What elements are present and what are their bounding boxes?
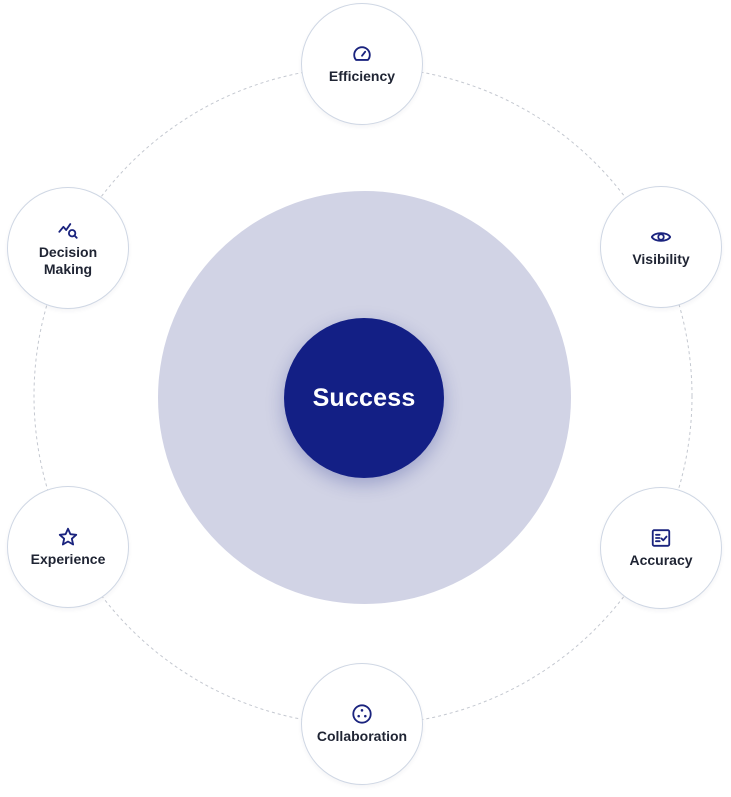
success-label: Success <box>312 383 416 412</box>
node-experience[interactable]: Experience <box>7 486 129 608</box>
node-label-collaboration: Collaboration <box>316 728 408 744</box>
node-efficiency[interactable]: Efficiency <box>301 3 423 125</box>
chart-search-icon <box>57 219 79 241</box>
gauge-icon <box>351 43 373 65</box>
node-collaboration[interactable]: Collaboration <box>301 663 423 785</box>
eye-icon <box>650 226 672 248</box>
node-label-decision-making: Decision Making <box>38 243 98 277</box>
collaboration-icon <box>351 703 373 725</box>
success-core: Success <box>284 318 444 478</box>
checklist-icon <box>650 527 672 549</box>
star-icon <box>57 526 79 548</box>
node-decision-making[interactable]: Decision Making <box>7 187 129 309</box>
node-accuracy[interactable]: Accuracy <box>600 487 722 609</box>
node-visibility[interactable]: Visibility <box>600 186 722 308</box>
node-label-visibility: Visibility <box>632 251 690 267</box>
node-label-accuracy: Accuracy <box>629 552 693 568</box>
node-label-efficiency: Efficiency <box>328 68 396 84</box>
node-label-experience: Experience <box>30 551 106 567</box>
